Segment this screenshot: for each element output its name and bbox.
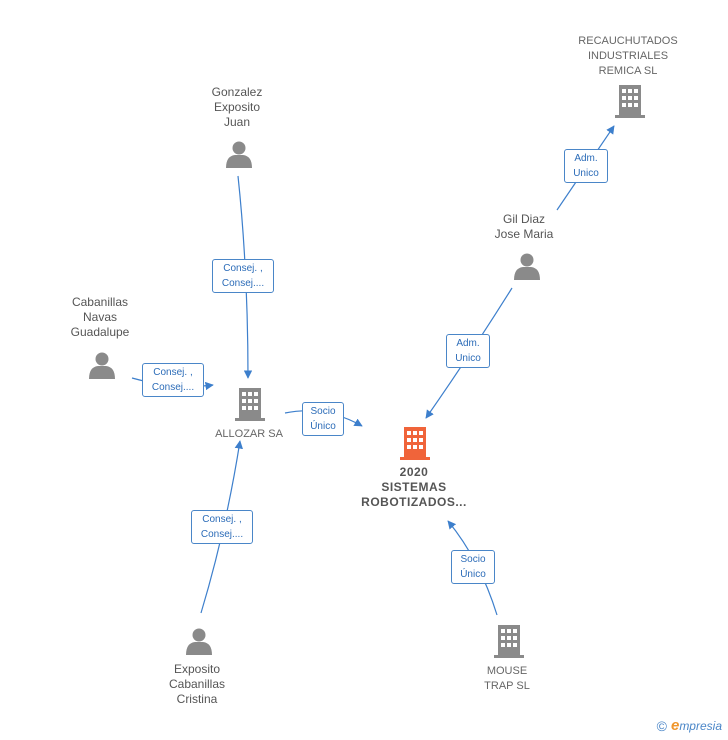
person-icon[interactable] [186, 628, 212, 656]
edge-label-cabanillas-to-allozar[interactable]: Consej. , Consej.... [142, 363, 204, 397]
node-exposito-label[interactable]: Exposito Cabanillas Cristina [168, 662, 226, 706]
building-icon[interactable] [494, 625, 524, 658]
edge-label-allozar-to-sistemas[interactable]: Socio Único [302, 402, 344, 436]
node-gil-diaz-label[interactable]: Gil Diaz Jose Maria [494, 212, 554, 241]
node-mouse-trap-label[interactable]: MOUSE TRAP SL [484, 665, 530, 692]
building-icon[interactable] [615, 85, 645, 118]
edge-label-gonzalez-to-allozar[interactable]: Consej. , Consej.... [212, 259, 274, 293]
building-icon-main[interactable] [400, 427, 430, 460]
person-icon[interactable] [514, 253, 540, 281]
node-cabanillas-label[interactable]: Cabanillas Navas Guadalupe [70, 295, 130, 339]
edge-label-exposito-to-allozar[interactable]: Consej. , Consej.... [191, 510, 253, 544]
person-icon[interactable] [89, 352, 115, 380]
node-allozar-label[interactable]: ALLOZAR SA [215, 428, 283, 440]
edge-label-gil-to-recauchutados[interactable]: Adm. Unico [564, 149, 608, 183]
brand-logo: empresia [670, 717, 722, 734]
node-gonzalez-label[interactable]: Gonzalez Exposito Juan [211, 85, 263, 129]
footer-brand[interactable]: © empresia [657, 717, 722, 734]
copyright-icon: © [656, 717, 667, 734]
person-icon[interactable] [226, 141, 252, 169]
edge-label-mouse-to-sistemas[interactable]: Socio Único [451, 550, 495, 584]
node-recauchutados-label[interactable]: RECAUCHUTADOS INDUSTRIALES REMICA SL [578, 35, 678, 77]
edge-label-gil-to-sistemas[interactable]: Adm. Unico [446, 334, 490, 368]
node-sistemas-label[interactable]: 2020 SISTEMAS ROBOTIZADOS... [361, 465, 467, 509]
building-icon[interactable] [235, 388, 265, 421]
